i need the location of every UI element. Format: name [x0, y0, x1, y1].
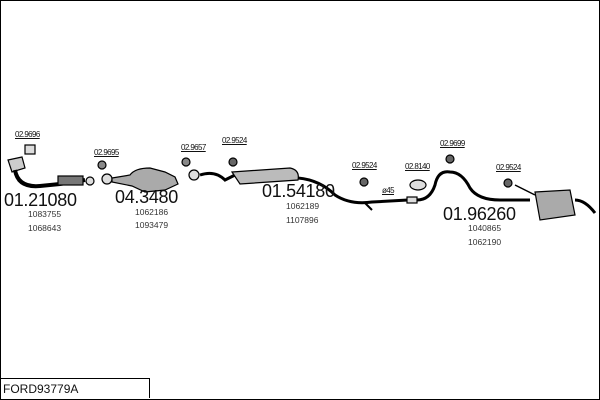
part-ref: 1062186 — [135, 207, 169, 217]
rear-silencer-drawing — [406, 154, 597, 221]
part-number: 04.3480 — [115, 187, 178, 207]
part-number: 01.21080 — [4, 190, 77, 210]
diagram-title: FORD93779A — [0, 378, 150, 398]
part-number: 01.96260 — [443, 204, 516, 224]
pipe-diameter-label: ø45 — [382, 186, 395, 195]
part-ref: 1107896 — [286, 215, 319, 225]
accessory-label: 02.8140 — [405, 162, 430, 171]
accessory-label: 02.9699 — [440, 139, 465, 148]
accessory-label: 02.9695 — [94, 148, 119, 157]
accessory-label: 02.9524 — [352, 161, 377, 170]
part-ref: 1062189 — [286, 201, 320, 211]
part-ref: 1040865 — [468, 223, 502, 233]
accessory-label: 02.9524 — [222, 136, 247, 145]
part-number: 01.54180 — [262, 181, 335, 201]
catalyst-drawing — [97, 160, 179, 193]
part-ref: 1068643 — [28, 223, 62, 233]
part-ref: 1093479 — [135, 220, 169, 230]
accessory-label: 02.9657 — [181, 143, 206, 152]
part-ref: 1083755 — [28, 209, 62, 219]
accessory-label: 02.9524 — [496, 163, 521, 172]
middle-silencer-drawing — [181, 157, 409, 211]
accessory-label: 02.9696 — [15, 130, 40, 139]
part-ref: 1062190 — [468, 237, 502, 247]
front-pipe-drawing — [7, 144, 95, 189]
